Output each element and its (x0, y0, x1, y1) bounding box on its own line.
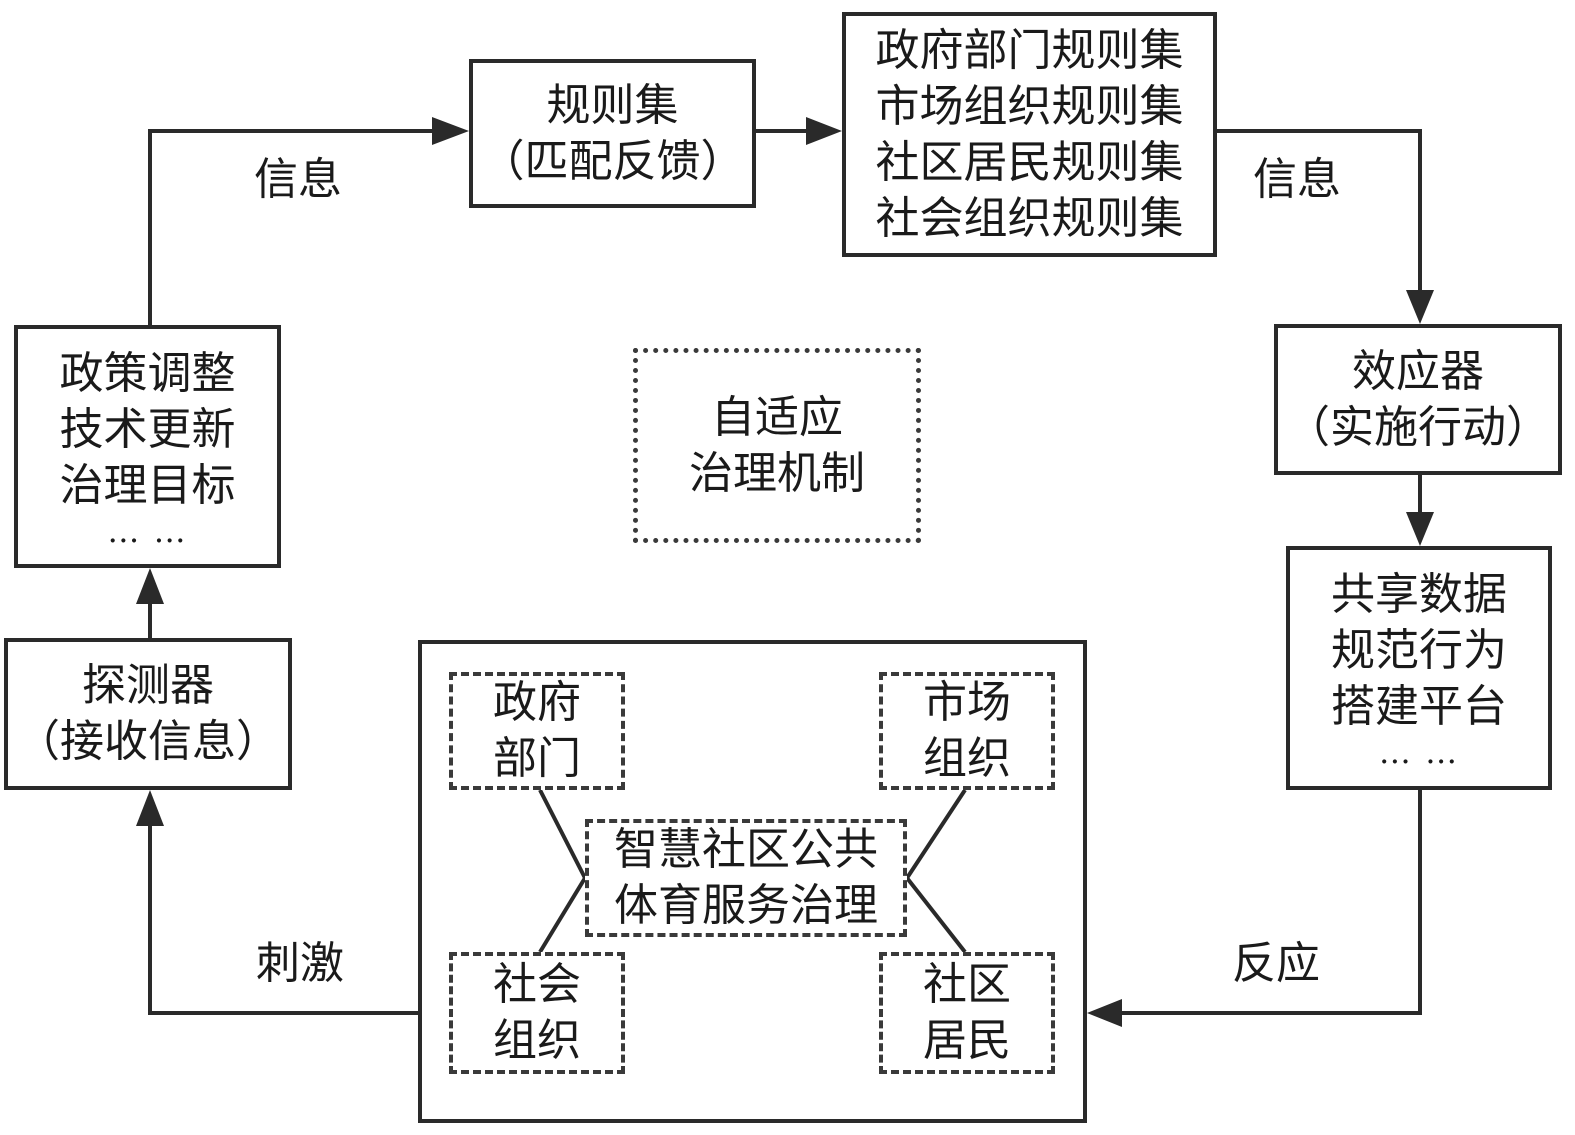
residents-line-2: 居民 (923, 1015, 1011, 1066)
arrowhead-to-effector (1406, 290, 1434, 324)
arrowhead-to-detector (136, 790, 164, 826)
rule-set-title: 规则集 (546, 79, 679, 131)
center-line-2: 体育服务治理 (614, 880, 878, 931)
mechanism-line-2: 治理机制 (689, 447, 865, 499)
link-residents-center (905, 876, 967, 954)
government-line-2: 部门 (493, 733, 581, 784)
adaptive-mechanism-box: 自适应 治理机制 (633, 348, 921, 543)
rule-set-box: 规则集 （匹配反馈） (469, 59, 756, 208)
shared-data-box: 共享数据 规范行为 搭建平台 … … (1286, 546, 1552, 790)
community-governance-container (418, 640, 1087, 1123)
shared-ellipsis: … … (1378, 733, 1460, 771)
social-org-line-1: 社会 (493, 959, 581, 1010)
policy-line-2: 技术更新 (59, 403, 236, 455)
mechanism-line-1: 自适应 (711, 391, 843, 443)
arrow-community-to-detector (148, 826, 418, 1015)
arrow-policy-to-ruleset (148, 129, 432, 325)
detector-subtitle: （接收信息） (16, 716, 280, 767)
social-org-line-2: 组织 (493, 1015, 581, 1066)
label-info-left: 信息 (254, 154, 342, 205)
arrow-subrules-to-effector (1217, 129, 1422, 290)
policy-line-1: 政策调整 (59, 347, 236, 399)
policy-adjustment-box: 政策调整 技术更新 治理目标 … … (14, 325, 281, 568)
effector-box: 效应器 （实施行动） (1274, 324, 1562, 475)
arrowhead-to-subrules (806, 117, 842, 145)
link-socialorg-center (538, 876, 587, 954)
market-line-1: 市场 (923, 677, 1011, 728)
label-info-right: 信息 (1253, 154, 1341, 205)
policy-ellipsis: … … (107, 511, 188, 550)
rule-set-government: 政府部门规则集 (875, 24, 1184, 76)
rule-set-subtitle: （匹配反馈） (480, 135, 745, 187)
rule-set-social-org: 社会组织规则集 (875, 192, 1184, 244)
detector-box: 探测器 （接收信息） (4, 638, 292, 790)
arrowhead-to-shared (1406, 512, 1434, 546)
label-stimulus: 刺激 (256, 938, 344, 989)
rule-set-market: 市场组织规则集 (875, 80, 1184, 132)
community-governance-center: 智慧社区公共 体育服务治理 (585, 819, 907, 937)
arrowhead-to-ruleset (432, 117, 469, 145)
arrowhead-to-policy (136, 568, 164, 604)
sub-rule-sets-box: 政府部门规则集 市场组织规则集 社区居民规则集 社会组织规则集 (842, 12, 1217, 257)
center-line-1: 智慧社区公共 (614, 824, 878, 875)
effector-title: 效应器 (1352, 345, 1484, 397)
link-government-center (538, 789, 587, 879)
link-market-center (905, 788, 967, 880)
effector-subtitle: （实施行动） (1286, 401, 1550, 453)
shared-line-1: 共享数据 (1331, 569, 1507, 620)
arrow-shared-to-community (1122, 790, 1422, 1015)
shared-line-2: 规范行为 (1331, 625, 1507, 676)
policy-line-3: 治理目标 (59, 459, 236, 511)
label-response: 反应 (1232, 938, 1320, 989)
shared-line-3: 搭建平台 (1331, 681, 1507, 732)
stakeholder-market: 市场 组织 (879, 672, 1055, 790)
government-line-1: 政府 (493, 677, 581, 728)
stakeholder-social-org: 社会 组织 (449, 952, 625, 1074)
market-line-2: 组织 (923, 733, 1011, 784)
stakeholder-residents: 社区 居民 (879, 952, 1055, 1074)
detector-title: 探测器 (82, 660, 214, 711)
stakeholder-government: 政府 部门 (449, 672, 625, 790)
rule-set-residents: 社区居民规则集 (875, 136, 1184, 188)
residents-line-1: 社区 (923, 959, 1011, 1010)
arrowhead-to-community (1087, 999, 1122, 1027)
